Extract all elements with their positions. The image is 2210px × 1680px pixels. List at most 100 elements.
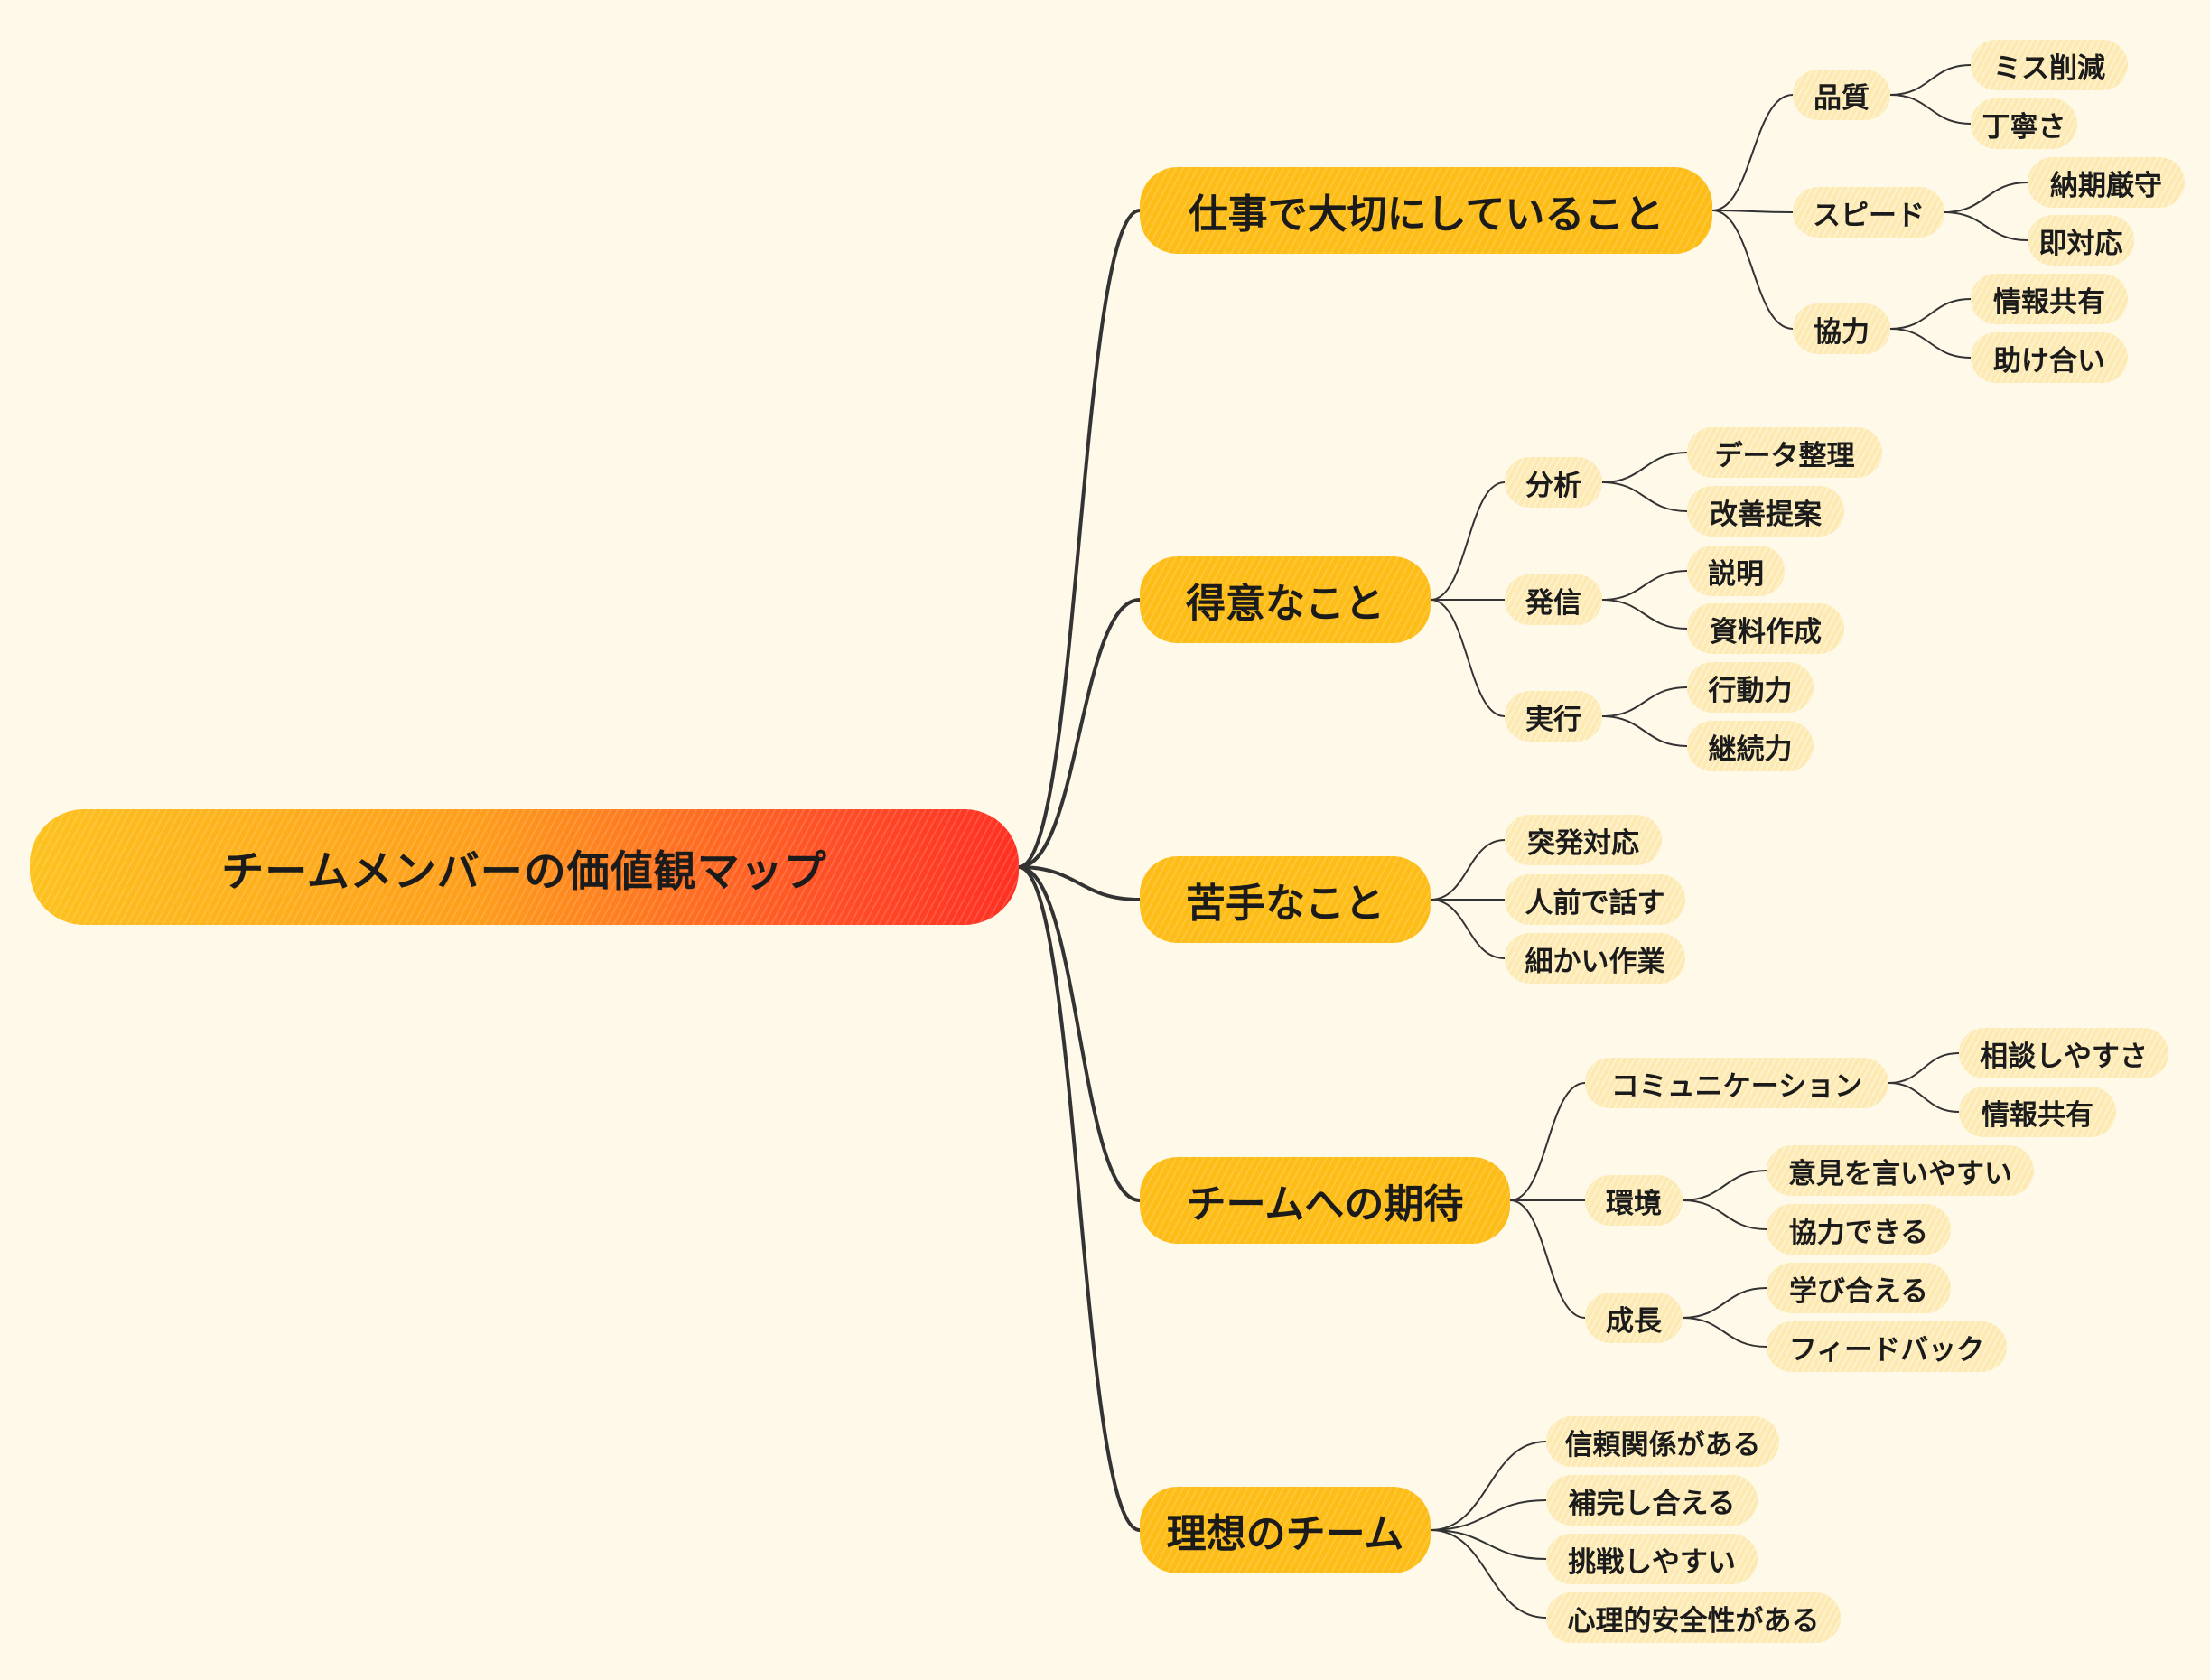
subtopic[interactable]: 分析 xyxy=(1505,457,1602,508)
leaf-topic[interactable]: 丁寧さ xyxy=(1971,98,2077,149)
subtopic-label: 心理的安全性がある xyxy=(1567,1604,1820,1638)
leaf-topic[interactable]: 即対応 xyxy=(2028,215,2134,266)
leaf-topic[interactable]: 継続力 xyxy=(1687,721,1814,771)
leaf-topic-label: 説明 xyxy=(1708,557,1764,591)
subtopic[interactable]: 発信 xyxy=(1505,574,1602,625)
leaf-line xyxy=(1889,64,1972,96)
branch-topic[interactable]: チームへの期待 xyxy=(1140,1157,1510,1244)
leaf-line xyxy=(1601,452,1688,483)
branch-topic[interactable]: 理想のチーム xyxy=(1140,1487,1431,1573)
leaf-line xyxy=(1944,182,2028,213)
leaf-topic[interactable]: 情報共有 xyxy=(1959,1087,2116,1137)
leaf-line xyxy=(1888,1082,1960,1113)
leaf-line xyxy=(1601,715,1688,747)
leaf-topic[interactable]: 説明 xyxy=(1687,546,1785,596)
subtopic-label: 品質 xyxy=(1814,81,1870,115)
subtopic-label: 協力 xyxy=(1814,315,1870,349)
sub-line xyxy=(1509,1199,1586,1319)
branch-topic-label: 仕事で大切にしていること xyxy=(1188,191,1664,238)
leaf-line xyxy=(1601,570,1688,601)
subtopic[interactable]: 環境 xyxy=(1585,1175,1683,1226)
leaf-topic[interactable]: データ整理 xyxy=(1687,427,1882,478)
sub-line xyxy=(1430,899,1506,959)
subtopic[interactable]: 突発対応 xyxy=(1505,815,1662,865)
leaf-topic[interactable]: 行動力 xyxy=(1687,662,1814,713)
subtopic[interactable]: 挑戦しやすい xyxy=(1546,1534,1758,1584)
subtopic[interactable]: 実行 xyxy=(1505,691,1602,742)
leaf-topic-label: 資料作成 xyxy=(1710,615,1822,649)
branch-topic-label: 得意なこと xyxy=(1186,581,1385,627)
leaf-topic[interactable]: フィードバック xyxy=(1767,1321,2007,1372)
subtopic-label: コミュニケーション xyxy=(1610,1069,1863,1103)
subtopic-label: 環境 xyxy=(1606,1187,1662,1220)
leaf-line xyxy=(1944,211,2028,241)
subtopic-label: 実行 xyxy=(1525,703,1581,736)
leaf-topic[interactable]: 意見を言いやすい xyxy=(1767,1145,2034,1196)
branch-line xyxy=(1017,865,1142,901)
subtopic[interactable]: 細かい作業 xyxy=(1505,933,1685,984)
leaf-line xyxy=(1682,1170,1767,1201)
leaf-topic-label: 意見を言いやすい xyxy=(1788,1157,2012,1190)
leaf-topic-label: 情報共有 xyxy=(1993,285,2105,319)
leaf-topic[interactable]: 納期厳守 xyxy=(2028,157,2185,208)
leaf-topic[interactable]: 資料作成 xyxy=(1687,603,1844,654)
sub-line xyxy=(1430,1529,1547,1560)
leaf-line xyxy=(1682,1199,1767,1230)
leaf-topic[interactable]: 助け合い xyxy=(1971,332,2128,383)
leaf-line xyxy=(1601,686,1688,717)
sub-line xyxy=(1711,210,1794,213)
subtopic[interactable]: 補完し合える xyxy=(1546,1475,1758,1526)
subtopic-label: 発信 xyxy=(1525,586,1581,620)
sub-line xyxy=(1430,1441,1547,1531)
leaf-line xyxy=(1682,1317,1767,1348)
branch-topic-label: 理想のチーム xyxy=(1166,1511,1404,1557)
subtopic[interactable]: 協力 xyxy=(1793,303,1890,354)
branch-topic-label: チームへの期待 xyxy=(1186,1181,1464,1227)
subtopic-label: スピード xyxy=(1813,199,1925,232)
branch-topic[interactable]: 得意なこと xyxy=(1140,556,1431,643)
leaf-topic-label: 継続力 xyxy=(1708,733,1793,766)
branch-topic[interactable]: 苦手なこと xyxy=(1140,856,1431,943)
subtopic-label: 人前で話す xyxy=(1525,886,1665,919)
sub-line xyxy=(1509,1082,1586,1201)
branch-line xyxy=(1017,865,1142,1202)
leaf-topic-label: データ整理 xyxy=(1714,439,1855,472)
leaf-topic-label: 学び合える xyxy=(1788,1274,1929,1308)
leaf-topic-label: 納期厳守 xyxy=(2050,169,2162,202)
leaf-topic[interactable]: 相談しやすさ xyxy=(1959,1028,2168,1078)
leaf-line xyxy=(1888,1052,1960,1084)
leaf-line xyxy=(1601,599,1688,630)
branch-line xyxy=(1017,209,1142,869)
leaf-topic-label: 情報共有 xyxy=(1982,1098,2093,1132)
subtopic[interactable]: スピード xyxy=(1793,187,1944,238)
subtopic[interactable]: 信頼関係がある xyxy=(1546,1416,1779,1467)
leaf-topic[interactable]: 協力できる xyxy=(1767,1204,1951,1255)
leaf-topic[interactable]: 情報共有 xyxy=(1971,274,2128,324)
leaf-line xyxy=(1682,1287,1767,1319)
leaf-topic-label: 丁寧さ xyxy=(1982,110,2066,144)
subtopic-label: 信頼関係がある xyxy=(1564,1428,1761,1461)
leaf-topic[interactable]: ミス削減 xyxy=(1971,40,2128,90)
leaf-line xyxy=(1601,481,1688,512)
subtopic-label: 成長 xyxy=(1606,1304,1662,1338)
subtopic[interactable]: 心理的安全性がある xyxy=(1546,1592,1841,1643)
sub-line xyxy=(1430,481,1506,601)
subtopic[interactable]: コミュニケーション xyxy=(1585,1058,1888,1108)
leaf-topic[interactable]: 改善提案 xyxy=(1687,486,1844,537)
root-topic-label: チームメンバーの価値観マップ xyxy=(221,846,827,897)
leaf-topic[interactable]: 学び合える xyxy=(1767,1263,1951,1313)
sub-line xyxy=(1430,839,1506,901)
root-topic[interactable]: チームメンバーの価値観マップ xyxy=(30,809,1019,925)
leaf-topic-label: ミス削減 xyxy=(1993,51,2105,85)
branch-line xyxy=(1017,598,1142,869)
sub-line xyxy=(1430,1529,1547,1619)
leaf-topic-label: 行動力 xyxy=(1708,674,1793,707)
branch-topic[interactable]: 仕事で大切にしていること xyxy=(1140,167,1712,254)
branch-line xyxy=(1017,865,1142,1532)
sub-line xyxy=(1711,94,1794,211)
subtopic[interactable]: 成長 xyxy=(1585,1293,1683,1343)
subtopic[interactable]: 品質 xyxy=(1793,70,1890,120)
subtopic[interactable]: 人前で話す xyxy=(1505,874,1685,925)
subtopic-label: 細かい作業 xyxy=(1525,945,1665,978)
leaf-line xyxy=(1889,298,1972,330)
